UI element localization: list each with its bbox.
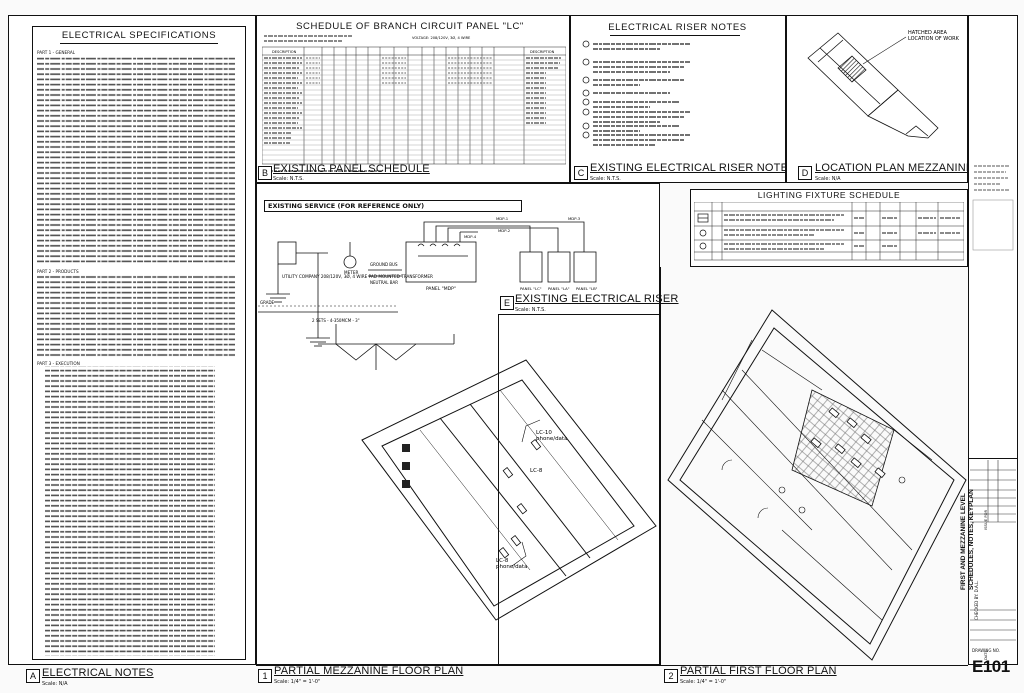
location-of-work-note: LOCATION OF WORK — [908, 36, 960, 42]
riser-notes-scale: Scale: N.T.S. — [590, 176, 621, 182]
col-description-right: DESCRIPTION — [530, 50, 555, 54]
issue-label: ISSUE FOR — [983, 509, 988, 530]
existing-electrical-riser-title: EXISTING ELECTRICAL RISER — [515, 293, 679, 305]
title-block-rows — [970, 460, 1016, 641]
service-label-box — [264, 200, 522, 212]
panel-la-label: PANEL "LA" — [548, 286, 570, 291]
sheet-letter-d: D — [798, 166, 812, 180]
riser-notes-underline — [610, 35, 740, 36]
sheet-letter-1: 1 — [258, 669, 272, 683]
hatched-area-note: HATCHED AREA — [908, 30, 947, 36]
mezzanine-plan-scale: Scale: 1/4" = 1'-0" — [274, 679, 321, 685]
e-divider-top — [498, 314, 660, 315]
existing-panel-schedule-title: EXISTING PANEL SCHEDULE — [273, 163, 430, 175]
first-floor-plan — [667, 309, 967, 661]
specifications-body-text — [35, 56, 240, 656]
lighting-schedule-heading: LIGHTING FIXTURE SCHEDULE — [757, 190, 901, 200]
partial-mezzanine-floor-plan-title: PARTIAL MEZZANINE FLOOR PLAN — [274, 665, 464, 677]
panel-schedule-scale: Scale: N.T.S. — [273, 176, 304, 182]
panel-lb-label: PANEL "LB" — [576, 286, 598, 291]
location-plan-scale: Scale: N/A — [815, 176, 841, 182]
mdp-3-label: MDP-3 — [568, 216, 581, 221]
col-description-left: DESCRIPTION — [272, 50, 297, 54]
lc-8-label-lower: LC-8 — [496, 558, 509, 564]
part1-heading: PART 1 - GENERAL — [37, 50, 76, 55]
panel-schedule-table: DESCRIPTION DESCRIPTION VOLTAGE: 208/120… — [262, 35, 566, 172]
part2-heading: PART 2 - PRODUCTS — [37, 269, 79, 274]
e-divider-left — [498, 314, 499, 665]
first-floor-plan-frame — [660, 267, 968, 665]
heading-underline — [60, 43, 218, 44]
ground-bus-label: GROUND BUS — [370, 262, 398, 267]
mdp-1-label: MDP-1 — [496, 216, 509, 221]
lighting-schedule-table — [694, 202, 964, 261]
riser-notes-frame — [570, 15, 786, 183]
phone-data-label-1: phone/data — [536, 436, 567, 442]
feeder-sets-label: 2 SETS - 4-350MCM - 3" — [312, 318, 360, 323]
panel-lc-label: PANEL "LC" — [520, 286, 542, 291]
sheet-letter-2: 2 — [664, 669, 678, 683]
electrical-notes-scale: Scale: N/A — [42, 681, 68, 687]
first-floor-plan-scale: Scale: 1/4" = 1'-0" — [680, 679, 727, 685]
riser-notes-heading: ELECTRICAL RISER NOTES — [608, 22, 747, 33]
riser-notes-body-text — [582, 40, 690, 146]
drawing-no-label: DRAWING NO. — [972, 648, 1000, 653]
sheet-letter-a: A — [26, 669, 40, 683]
specifications-heading: ELECTRICAL SPECIFICATIONS — [61, 30, 217, 41]
phone-data-label-2: phone/data — [496, 564, 527, 570]
existing-riser-scale: Scale: N.T.S. — [515, 307, 546, 313]
title-block-stamp-area — [972, 165, 1014, 251]
existing-electrical-riser-frame — [256, 183, 660, 665]
sheet-letter-c: C — [574, 166, 588, 180]
riser-diagram: UTILITY COMPANY 208/120V, 3Ø, 4 WIRE PAD… — [258, 216, 598, 347]
mdp-panel-label: PANEL "MDP" — [426, 286, 456, 292]
partial-first-floor-plan-title: PARTIAL FIRST FLOOR PLAN — [680, 665, 837, 677]
part3-heading: PART 3 - EXECUTION — [37, 361, 80, 366]
title-block-divider-1 — [968, 458, 1018, 459]
location-plan-drawing: HATCHED AREA LOCATION OF WORK — [807, 30, 960, 139]
title-block — [968, 15, 1018, 665]
utility-company-label: UTILITY COMPANY 208/120V, 3Ø, 4 WIRE PAD… — [282, 274, 433, 279]
grade-label: GRADE — [260, 300, 275, 305]
lc-10-label: LC-10 — [536, 430, 552, 436]
electrical-notes-title: ELECTRICAL NOTES — [42, 667, 154, 679]
lc-8-label: LC-8 — [530, 468, 543, 474]
mezzanine-floor-plan: LC-10 phone/data LC-8 LC-8 phone/data — [361, 359, 657, 621]
sheet-letter-e: E — [500, 296, 514, 310]
mdp-4-label: MDP-4 — [464, 234, 477, 239]
sheet-number: E101 — [972, 657, 1010, 676]
mdp-2-label: MDP-2 — [498, 228, 511, 233]
location-plan-frame — [786, 15, 968, 183]
riser-grounding-detail — [318, 324, 455, 370]
neutral-bar-label: NEUTRAL BAR — [370, 280, 398, 285]
location-plan-title: LOCATION PLAN MEZZANINE LEVEL — [815, 162, 1012, 174]
sheet-letter-b: B — [258, 166, 272, 180]
meter-label: METER — [344, 270, 358, 275]
checked-by: CHECKED BY: D.A.L. — [974, 580, 979, 620]
existing-riser-notes-title: EXISTING ELECTRICAL RISER NOTES — [590, 162, 796, 174]
panel-schedule-heading: SCHEDULE OF BRANCH CIRCUIT PANEL "LC" — [296, 21, 524, 32]
existing-service-label: EXISTING SERVICE (FOR REFERENCE ONLY) — [268, 202, 425, 210]
panel-voltage: VOLTAGE: 208/120V, 3Ø, 4 WIRE — [412, 35, 471, 40]
bottom-rule — [256, 665, 968, 666]
